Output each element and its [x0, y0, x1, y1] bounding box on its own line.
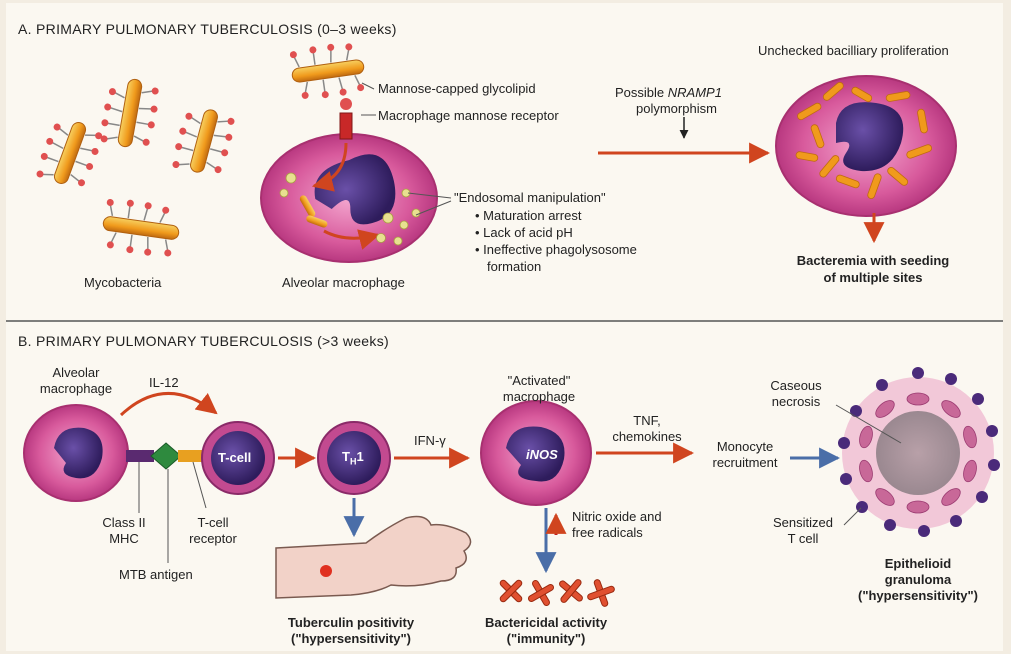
possible-label: Possible NRAMP1 [615, 85, 722, 100]
il12-label: IL-12 [149, 375, 179, 390]
bactericidal-label-1: Bactericidal activity [461, 615, 631, 630]
alveolar-macrophage-a-label: Alveolar macrophage [282, 275, 405, 290]
bacteremia-label-2: of multiple sites [778, 270, 968, 285]
alveolar-macrophage-b-icon [24, 405, 128, 501]
epithelioid-granuloma-icon [838, 367, 1000, 537]
class-ii-label-2: MHC [89, 531, 159, 546]
nramp-label: NRAMP1 [668, 85, 722, 100]
alveolar-macrophage-b-label-1: Alveolar [26, 365, 126, 380]
tuberculin-test-arm-icon [276, 517, 471, 598]
tcell-label: T-cell [218, 450, 251, 465]
monocyte-label-2: recruitment [700, 455, 790, 470]
section-b-title: B. PRIMARY PULMONARY TUBERCULOSIS (>3 we… [18, 333, 389, 349]
tnf-label-2: chemokines [602, 429, 692, 444]
nitric-label-1: Nitric oxide and [572, 509, 662, 524]
bullet-phagolysosome: Ineffective phagolysosome [475, 242, 637, 257]
bullet-acid-ph: Lack of acid pH [475, 225, 573, 240]
th1-label: TH1 [342, 449, 364, 467]
mtb-antigen-label: MTB antigen [119, 567, 193, 582]
tcr-label-2: receptor [178, 531, 248, 546]
mycobacteria-label: Mycobacteria [84, 275, 161, 290]
mtb-antigen-icon [151, 443, 181, 469]
glycolipid-bacillus-icon [289, 40, 368, 103]
caseous-label-2: necrosis [756, 394, 836, 409]
receptor-label: Macrophage mannose receptor [378, 108, 559, 123]
infected-macrophage-icon [776, 76, 956, 216]
class-ii-label-1: Class II [89, 515, 159, 530]
alveolar-macrophage-b-label-2: macrophage [26, 381, 126, 396]
granuloma-label-2: granuloma [848, 572, 988, 587]
monocyte-label-1: Monocyte [700, 439, 790, 454]
diagram-artwork [6, 3, 1003, 651]
bullet-maturation: Maturation arrest [475, 208, 581, 223]
inos-label: iNOS [526, 447, 558, 462]
nitric-label-2: free radicals [572, 525, 643, 540]
killed-bacilli-icon [499, 578, 615, 607]
bacteremia-label-1: Bacteremia with seeding [778, 253, 968, 268]
unchecked-proliferation-label: Unchecked bacilliary proliferation [758, 43, 949, 58]
bullet-formation: formation [487, 259, 541, 274]
granuloma-label-3: ("hypersensitivity") [848, 588, 988, 603]
bactericidal-label-2: ("immunity") [461, 631, 631, 646]
tnf-label-1: TNF, [602, 413, 692, 428]
glycolipid-label: Mannose-capped glycolipid [378, 81, 536, 96]
il12-arrow [121, 393, 216, 415]
tcr-label-1: T-cell [178, 515, 248, 530]
figure-page: A. PRIMARY PULMONARY TUBERCULOSIS (0–3 w… [6, 3, 1003, 651]
section-a-title: A. PRIMARY PULMONARY TUBERCULOSIS (0–3 w… [18, 21, 397, 37]
activated-label-2: macrophage [484, 389, 594, 404]
activated-label-1: "Activated" [484, 373, 594, 388]
caseous-label-1: Caseous [756, 378, 836, 393]
tcell-receptor-icon [178, 450, 204, 462]
tuberculin-label-1: Tuberculin positivity [261, 615, 441, 630]
mycobacteria-icon [34, 75, 238, 260]
granuloma-label-1: Epithelioid [848, 556, 988, 571]
sensitized-label-1: Sensitized [758, 515, 848, 530]
polymorphism-label: polymorphism [636, 101, 717, 116]
endosomal-label: "Endosomal manipulation" [454, 190, 606, 205]
ifn-gamma-label: IFN-γ [414, 433, 446, 448]
class-ii-mhc-icon [126, 450, 154, 462]
sensitized-label-2: T cell [758, 531, 848, 546]
tuberculin-label-2: ("hypersensitivity") [261, 631, 441, 646]
